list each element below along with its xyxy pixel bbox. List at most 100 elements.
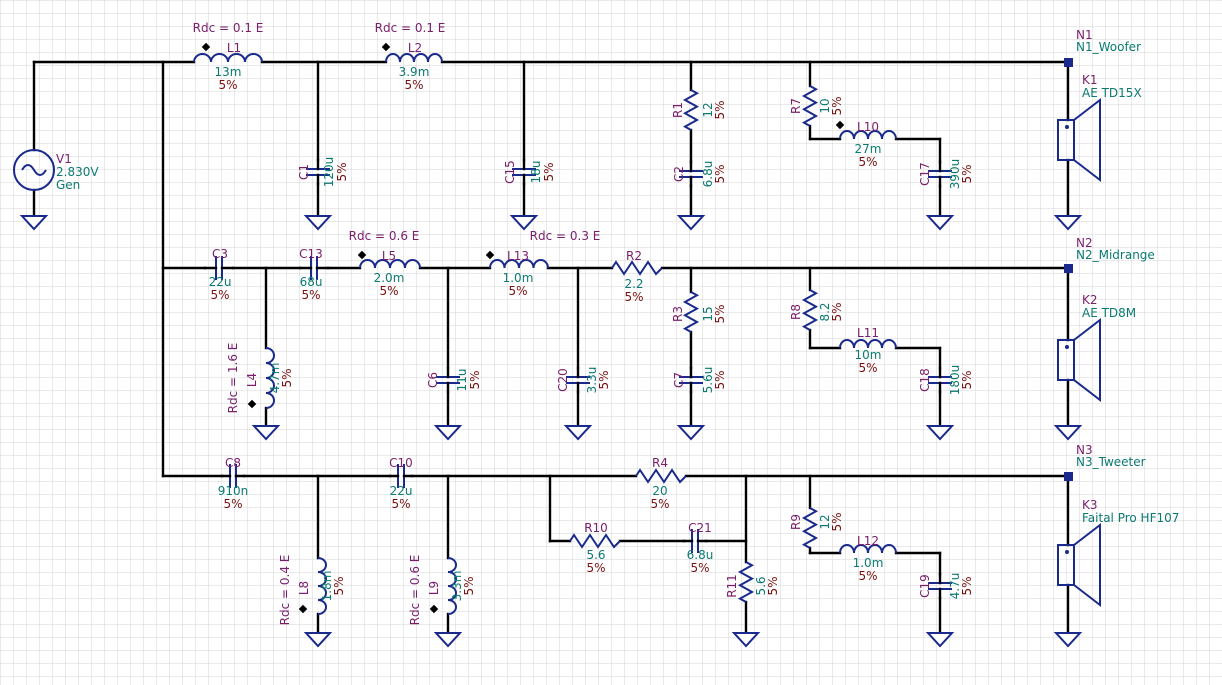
- resistor-r10-tolerance: 5%: [586, 561, 605, 575]
- resistor-r9-ref: R9: [789, 514, 803, 530]
- capacitor-c1-tolerance: 5%: [335, 162, 349, 181]
- inductor-l9: Rdc = 0.6 E L9 3.3m 5%: [408, 555, 476, 626]
- capacitor-c20-value: 3.3u: [585, 367, 599, 394]
- resistor-r10-ref: R10: [584, 521, 608, 535]
- node-n2-ref: N2: [1076, 236, 1093, 250]
- capacitor-c6: C6 11u 5%: [426, 366, 482, 394]
- inductor-l2-tolerance: 5%: [404, 78, 423, 92]
- ground-symbol: [433, 632, 463, 648]
- capacitor-c7: C7 5.6u 5%: [672, 367, 727, 394]
- ground-symbol: [676, 215, 706, 231]
- ground-symbol: [676, 425, 706, 441]
- resistor-r4-value: 20: [652, 484, 667, 498]
- wires: [32, 60, 1070, 634]
- inductor-l4-value: 4.7m: [268, 363, 282, 394]
- speaker-k1: K1 AE TD15X: [1057, 73, 1142, 183]
- capacitor-c18-tolerance: 5%: [960, 370, 974, 389]
- inductor-l4-rdc: Rdc = 1.6 E: [226, 343, 240, 414]
- ground-symbol: [925, 425, 955, 441]
- inductor-l11-tolerance: 5%: [858, 361, 877, 375]
- inductor-l2-ref: L2: [408, 41, 422, 55]
- capacitor-c20-tolerance: 5%: [597, 370, 611, 389]
- capacitor-c1: C1 120u 5%: [297, 157, 349, 188]
- capacitor-c7-ref: C7: [672, 372, 686, 388]
- capacitor-c19-value: 4.7u: [948, 573, 962, 600]
- inductor-l10-value: 27m: [855, 142, 882, 156]
- resistor-r10-value: 5.6: [586, 548, 605, 562]
- capacitor-c21: C21 6.8u 5%: [682, 521, 713, 575]
- inductor-l1-rdc: Rdc = 0.1 E: [193, 21, 264, 35]
- inductor-l9-rdc: Rdc = 0.6 E: [408, 555, 422, 626]
- resistor-r3-ref: R3: [671, 306, 685, 322]
- capacitor-c2: C2 6.8u 5%: [672, 161, 727, 188]
- node-n1: N1 N1_Woofer: [1064, 28, 1141, 67]
- inductor-l11: L11 10m 5%: [839, 326, 897, 375]
- speaker-k2: K2 AE TD8M: [1057, 293, 1136, 403]
- ground-symbol: [731, 632, 761, 648]
- inductor-l8-rdc: Rdc = 0.4 E: [278, 555, 292, 626]
- resistor-r4-tolerance: 5%: [650, 497, 669, 511]
- resistor-r7: R7 10 5%: [789, 85, 844, 127]
- resistor-r1-tolerance: 5%: [713, 100, 727, 119]
- capacitor-c2-ref: C2: [672, 166, 686, 182]
- capacitor-c8-ref: C8: [225, 456, 241, 470]
- resistor-r3-value: 15: [701, 306, 715, 321]
- speaker-k3: K3 Faital Pro HF107: [1057, 498, 1179, 608]
- node-n2-name: N2_Midrange: [1076, 248, 1155, 262]
- capacitor-c1-ref: C1: [297, 164, 311, 180]
- capacitor-c2-value: 6.8u: [701, 161, 715, 188]
- capacitor-c6-tolerance: 5%: [468, 370, 482, 389]
- ground-symbol: [925, 632, 955, 648]
- capacitor-c10-tolerance: 5%: [391, 497, 410, 511]
- speaker-k3-model: Faital Pro HF107: [1082, 511, 1179, 525]
- capacitor-c15-tolerance: 5%: [542, 162, 556, 181]
- resistor-r2-value: 2.2: [624, 277, 643, 291]
- resistor-r9: R9 12 5%: [789, 507, 844, 549]
- capacitor-c3-ref: C3: [212, 247, 228, 261]
- inductor-l4: Rdc = 1.6 E L4 4.7m 5%: [226, 343, 294, 414]
- ground-symbol: [509, 215, 539, 231]
- capacitor-c10-ref: C10: [389, 456, 413, 470]
- node-n3: N3 N3_Tweeter: [1064, 443, 1146, 481]
- inductor-l13-ref: L13: [507, 249, 529, 263]
- capacitor-c13-value: 68u: [300, 275, 323, 289]
- node-n3-name: N3_Tweeter: [1076, 455, 1146, 469]
- capacitor-c19: C19 4.7u 5%: [918, 573, 974, 600]
- capacitor-c8: C8 910n 5%: [218, 456, 249, 511]
- inductor-l1-ref: L1: [227, 41, 241, 55]
- inductor-l10: L10 27m 5%: [835, 120, 897, 169]
- capacitor-c7-tolerance: 5%: [713, 370, 727, 389]
- inductor-l10-ref: L10: [857, 120, 879, 134]
- resistor-r1-ref: R1: [671, 102, 685, 118]
- ground-symbol: [303, 632, 333, 648]
- ground-symbol: [303, 215, 333, 231]
- inductor-l12-tolerance: 5%: [858, 569, 877, 583]
- capacitor-c17-value: 390u: [948, 159, 962, 190]
- resistor-r11-value: 5.6: [754, 576, 768, 595]
- inductor-l8-value: 1.8m: [320, 571, 334, 602]
- capacitor-c13-ref: C13: [299, 247, 323, 261]
- ground-symbol: [251, 425, 281, 441]
- inductor-l12-ref: L12: [857, 534, 879, 548]
- capacitor-c15-ref: C15: [503, 160, 517, 184]
- ground-symbols: [19, 215, 1083, 648]
- resistor-r9-tolerance: 5%: [830, 512, 844, 531]
- resistor-r2: R2 2.2 5%: [611, 249, 663, 304]
- inductor-l1-value: 13m: [215, 65, 242, 79]
- inductor-l2: Rdc = 0.1 E L2 3.9m 5%: [375, 21, 446, 92]
- inductor-l8-tolerance: 5%: [332, 576, 346, 595]
- ground-symbol: [19, 215, 49, 231]
- inductor-l9-value: 3.3m: [450, 571, 464, 602]
- inductor-l12: L12 1.0m 5%: [839, 534, 897, 583]
- ground-symbol: [1053, 425, 1083, 441]
- inductor-l8-ref: L8: [297, 581, 311, 595]
- capacitor-c17: C17 390u 5%: [918, 159, 974, 190]
- resistor-r10: R10 5.6 5%: [569, 521, 621, 575]
- capacitor-c2-tolerance: 5%: [713, 164, 727, 183]
- inductor-l2-value: 3.9m: [399, 65, 430, 79]
- capacitor-c10-value: 22u: [390, 484, 413, 498]
- capacitor-c15-value: 18u: [529, 161, 543, 184]
- resistor-r3-tolerance: 5%: [713, 304, 727, 323]
- capacitor-c3: C3 22u 5%: [203, 247, 235, 302]
